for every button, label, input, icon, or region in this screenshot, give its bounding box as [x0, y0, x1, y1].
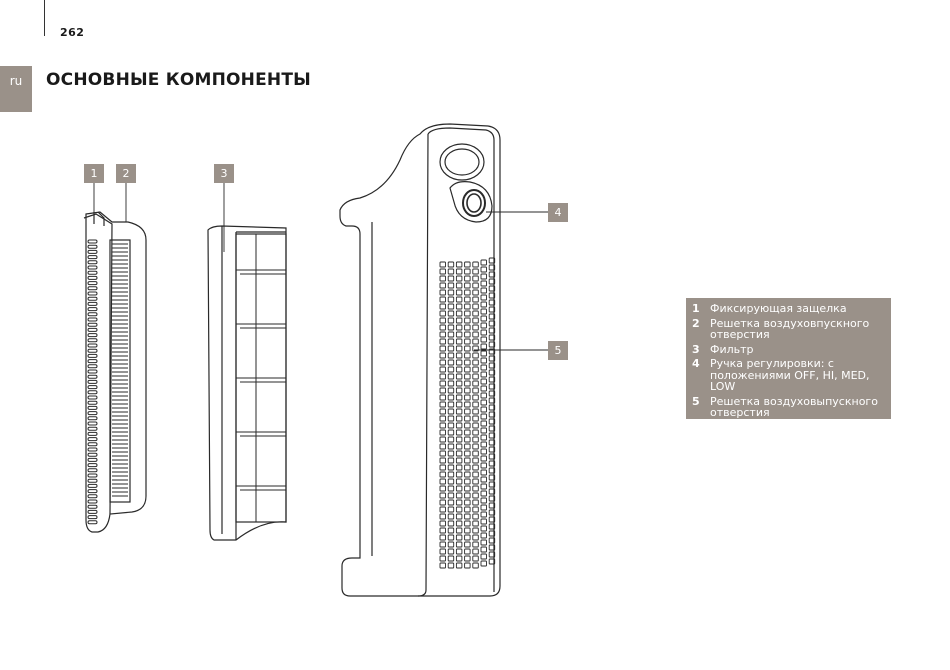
legend-item-number: 2 [692, 316, 700, 330]
header-rule [44, 0, 45, 36]
legend-item-text: Ручка регулировки: с положениями OFF, HI… [710, 357, 870, 393]
page-number: 262 [60, 26, 85, 39]
legend-item-number: 5 [692, 394, 700, 408]
callout-3: 3 [214, 164, 234, 183]
callout-2: 2 [116, 164, 136, 183]
legend-item-number: 3 [692, 342, 700, 356]
legend-item-text: Фиксирующая защелка [710, 302, 847, 315]
legend-item: 2 Решетка воздуховпускного отверстия [692, 316, 885, 341]
parts-legend: 1 Фиксирующая защелка 2 Решетка воздухов… [686, 298, 891, 419]
tower-body-drawing [339, 123, 501, 597]
legend-item-text: Решетка воздуховпускного отверстия [710, 316, 870, 341]
leader-lines [93, 182, 548, 351]
callout-4: 4 [548, 203, 568, 222]
legend-item: 5 Решетка воздуховыпускного отверстия [692, 394, 885, 419]
legend-item-number: 4 [692, 357, 700, 370]
callout-1: 1 [84, 164, 104, 183]
intake-grille-drawing [83, 211, 147, 533]
legend-item-number: 1 [692, 302, 700, 315]
page-title: ОСНОВНЫЕ КОМПОНЕНТЫ [46, 70, 311, 90]
legend-item-text: Фильтр [710, 342, 754, 356]
legend-item: 4 Ручка регулировки: с положениями OFF, … [692, 358, 885, 393]
legend-item-text: Решетка воздуховыпускного отверстия [710, 394, 878, 419]
legend-item: 1 Фиксирующая защелка [692, 303, 885, 315]
legend-item: 3 Фильтр [692, 342, 885, 356]
callout-5: 5 [548, 341, 568, 360]
language-tab: ru [0, 66, 32, 112]
language-tab-label: ru [9, 74, 23, 88]
filter-drawing [207, 225, 287, 541]
